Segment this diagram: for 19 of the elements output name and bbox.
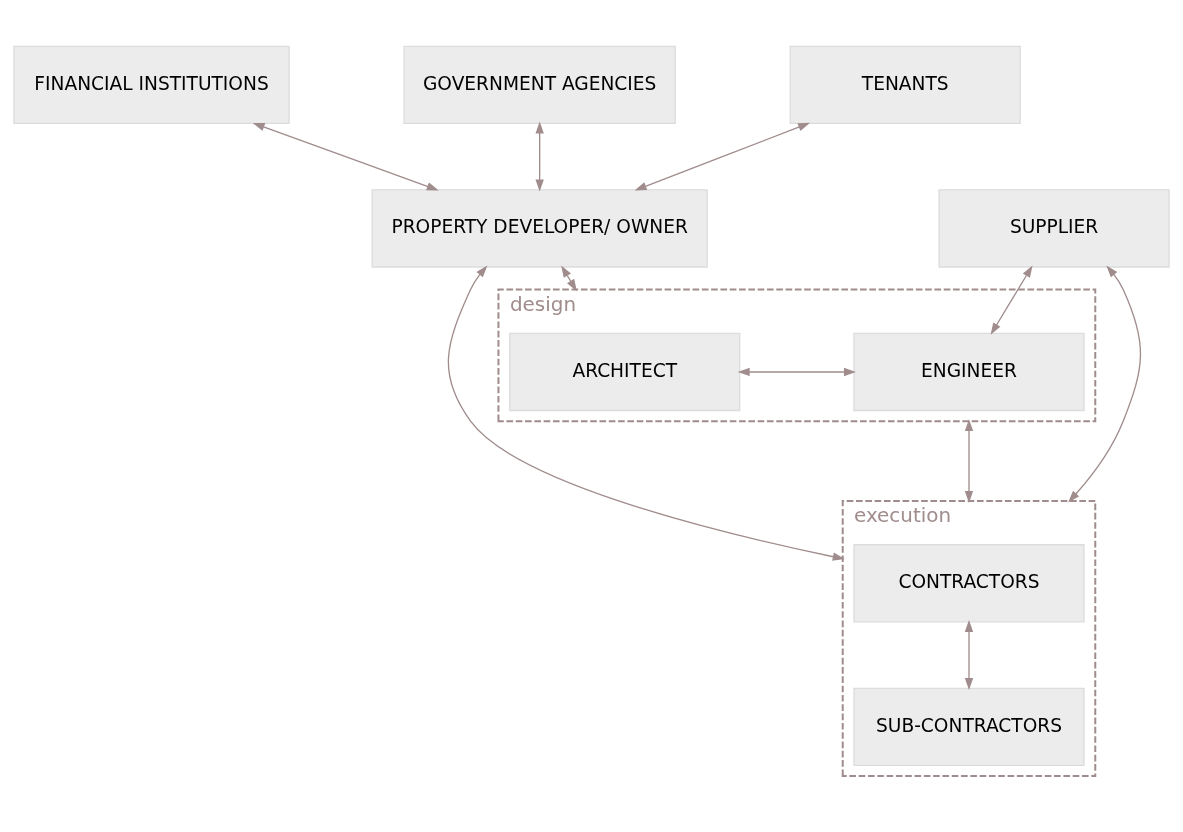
arrow: [634, 122, 811, 190]
node-box: ARCHITECT: [509, 332, 741, 411]
node-box: SUPPLIER: [938, 188, 1170, 268]
node-box: FINANCIAL INSTITUTIONS: [13, 45, 290, 124]
node-box: GOVERNMENT AGENCIES: [403, 45, 676, 124]
arrow: [964, 619, 974, 690]
node-box: PROPERTY DEVELOPER/ OWNER: [371, 188, 708, 268]
arrow: [964, 418, 974, 503]
arrow: [1068, 265, 1142, 502]
node-box: CONTRACTORS: [853, 543, 1085, 623]
node-box: SUB-CONTRACTORS: [853, 687, 1085, 766]
node-box: ENGINEER: [853, 332, 1085, 411]
arrow: [737, 367, 856, 376]
arrow: [561, 264, 577, 291]
arrow: [990, 264, 1033, 335]
arrow: [447, 265, 845, 561]
node-box: TENANTS: [789, 45, 1021, 124]
arrow: [535, 121, 544, 192]
arrow: [252, 122, 439, 190]
